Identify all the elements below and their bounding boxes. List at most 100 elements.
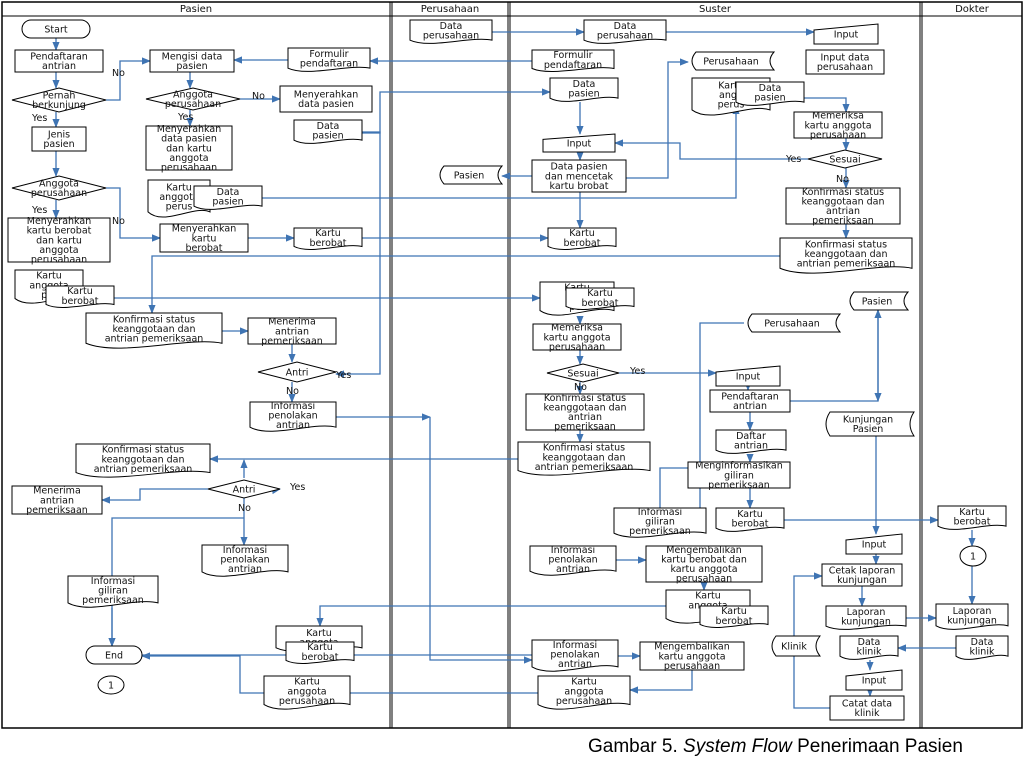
node-label-line: Menginformasikan: [695, 461, 783, 472]
document-shape: [517, 441, 651, 476]
decision-shape: [11, 87, 107, 113]
node-label-line: Kartu: [571, 677, 597, 688]
node-label-line: Mengembalikan: [666, 545, 742, 556]
node-label-line: berobat: [582, 298, 619, 309]
node-label-line: Mengisi data: [162, 52, 223, 63]
edge-label-yes-anggota-2: Yes: [177, 112, 193, 123]
node-label-line: Perusahaan: [764, 318, 820, 329]
node-label-line: Data: [573, 79, 596, 90]
flow-arrow: [429, 417, 533, 664]
node-label-line: Informasi: [638, 507, 682, 518]
node-label-line: Kartu: [569, 228, 595, 239]
node-label-line: antrian: [558, 659, 592, 670]
node-label-line: Konfirmasi status: [802, 187, 884, 198]
node-label-line: Data: [858, 637, 881, 648]
node-connector-1-b: 1: [959, 545, 987, 567]
node-label-line: Sesuai: [829, 154, 860, 165]
document-shape: [193, 185, 263, 210]
node-label-line: 1: [970, 551, 976, 562]
node-pasien-store-2: Pasien: [849, 291, 910, 311]
flow-arrow: [629, 670, 693, 694]
node-label-line: Kartu: [294, 677, 320, 688]
node-label-line: Catat data: [842, 699, 892, 710]
node-label-line: giliran: [98, 585, 128, 596]
node-label-line: Formulir: [309, 49, 348, 60]
document-shape: [529, 545, 617, 576]
node-label-line: data pasien: [298, 99, 354, 110]
process-box: [247, 317, 337, 345]
node-label-line: Pendaftaran: [721, 392, 779, 403]
node-label-line: perusahaan: [279, 696, 335, 707]
node-label-line: End: [105, 650, 123, 661]
node-label-line: Data: [759, 83, 782, 94]
decision-shape: [145, 87, 241, 111]
process-box: [785, 187, 901, 225]
process-box: [31, 126, 87, 152]
document-shape: [935, 603, 1009, 630]
node-label-line: Informasi: [553, 640, 597, 651]
caption-italic: System Flow: [683, 736, 792, 757]
document-shape: [85, 312, 223, 349]
node-antri-2: Antri: [207, 479, 281, 499]
flow-arrow: [790, 645, 830, 709]
document-shape: [547, 227, 617, 250]
process-box: [279, 85, 373, 113]
lane-title-perusahaan: Perusahaan: [421, 4, 480, 15]
process-box: [829, 695, 905, 721]
node-label-line: dan kartu: [166, 143, 212, 154]
node-label-line: berobat: [954, 517, 991, 528]
node-label-line: antrian: [276, 420, 310, 431]
node-label-line: Input: [736, 371, 761, 382]
node-label-line: Informasi: [91, 576, 135, 587]
node-label-line: kunjungan: [947, 616, 997, 627]
node-label-line: berobat: [310, 238, 347, 249]
node-label-line: data pasien: [161, 134, 217, 145]
node-label-line: penolakan: [550, 649, 599, 660]
node-label-line: berobat: [62, 296, 99, 307]
edge-label-no-sesuai-1: No: [836, 174, 849, 185]
process-box: [7, 217, 111, 263]
node-label-line: perus: [718, 100, 745, 111]
node-label-line: kartu brobat: [550, 181, 609, 192]
node-label: Sesuai: [829, 154, 860, 165]
document-shape: [531, 49, 615, 72]
node-label-line: antrian: [40, 495, 74, 506]
node-label-line: kartu anggota: [804, 120, 871, 131]
node-label-line: anggota: [169, 153, 208, 164]
document-shape: [293, 227, 363, 250]
document-shape: [45, 285, 115, 308]
node-label-line: perus: [166, 202, 193, 213]
node-label-line: Pasien: [862, 296, 893, 307]
node-label: Perusahaan: [764, 318, 820, 329]
decision-shape: [11, 175, 107, 201]
node-label-line: Kartu: [315, 228, 341, 239]
